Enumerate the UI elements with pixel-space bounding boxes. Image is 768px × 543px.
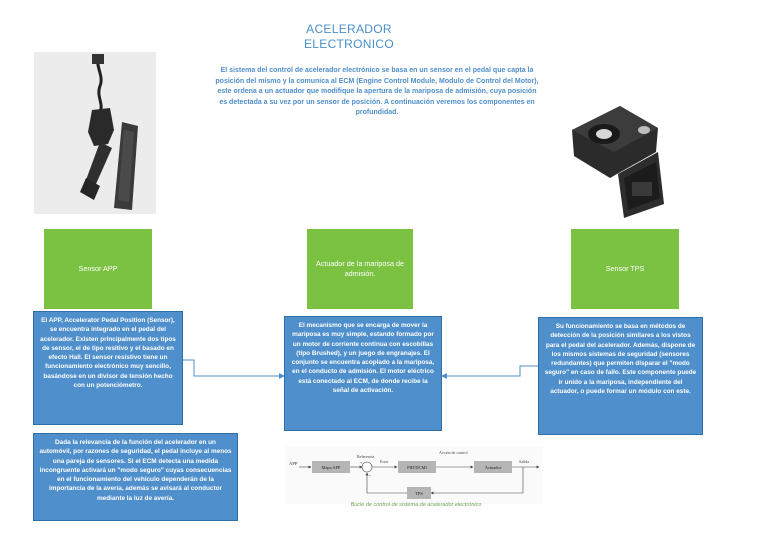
label-actuador: Actuador de la mariposa de admisión.: [307, 229, 413, 309]
bd-controller-block: [398, 461, 436, 473]
bd-sensor-block: [407, 487, 431, 499]
bd-error-label: Error: [380, 459, 389, 464]
description-app-seguridad: Dada la relevancia de la función del ace…: [33, 433, 238, 521]
control-loop-diagram: APP Mapa APP Referencia + - Error PID/DC…: [285, 446, 543, 504]
bd-sensor-label: TPS: [415, 491, 423, 496]
diagram-caption: Bucle de control de sistema de acelerado…: [350, 502, 482, 508]
connector-tps-to-actuador: [441, 365, 538, 379]
bd-referencia-label: Referencia: [357, 454, 375, 459]
bd-mapa-block: [312, 461, 350, 473]
bd-actuador-label: Actuador: [485, 465, 502, 470]
description-sensor-tps: Su funcionamiento se basa en métodos de …: [538, 317, 703, 435]
title-line-1: ACELERADOR: [306, 22, 392, 36]
accelerator-pedal-illustration: [34, 52, 156, 214]
accelerator-pedal-photo: [34, 52, 156, 214]
bd-input-label: APP: [289, 461, 298, 466]
description-actuador: El mecanismo que se encarga de mover la …: [284, 316, 442, 431]
control-loop-svg: APP Mapa APP Referencia + - Error PID/DC…: [285, 446, 543, 504]
bd-minus-sign: -: [369, 474, 371, 479]
bd-controller-label: PID/DCMI: [407, 465, 427, 470]
bd-actuador-block: [474, 461, 512, 473]
label-sensor-tps-text: Sensor TPS: [605, 264, 645, 273]
tps-sensor-illustration: [572, 106, 664, 218]
description-sensor-app: El APP, Accelerator Pedal Position (Sens…: [33, 311, 183, 425]
bd-accion-label: Acción de control: [439, 450, 469, 455]
label-actuador-text: Actuador de la mariposa de admisión.: [316, 259, 404, 278]
label-sensor-tps: Sensor TPS: [571, 229, 679, 309]
bd-plus-sign: +: [360, 460, 363, 465]
bd-sum-junction: [361, 461, 373, 473]
page-title: ACELERADOR ELECTRONICO: [270, 22, 428, 52]
intro-text: El sistema del control de acelerador ele…: [215, 67, 539, 116]
bd-salida-label: Salida: [519, 459, 529, 464]
tps-sensor-photo: [558, 94, 676, 220]
title-line-2: ELECTRONICO: [304, 37, 394, 51]
label-sensor-app-text: Sensor APP: [78, 264, 118, 273]
label-sensor-app: Sensor APP: [44, 229, 152, 309]
connector-app-to-actuador: [183, 359, 285, 379]
bd-mapa-label: Mapa APP: [322, 465, 341, 470]
